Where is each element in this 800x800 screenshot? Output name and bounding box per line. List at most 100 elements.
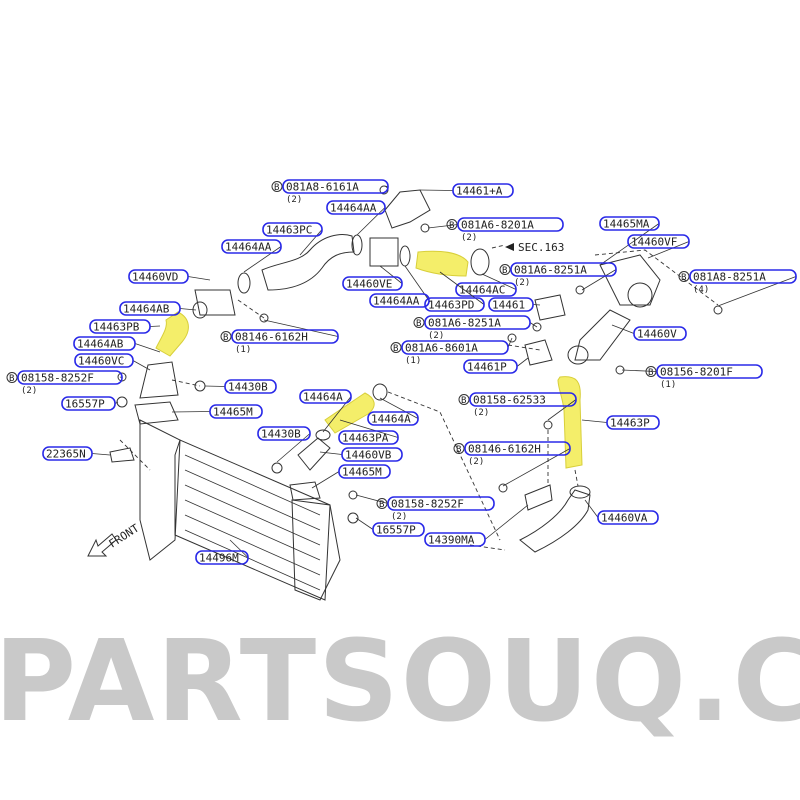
part-label[interactable]: 14463PC xyxy=(262,222,323,256)
part-label[interactable]: 14430B xyxy=(257,426,311,463)
part-label[interactable]: 14460V xyxy=(611,324,687,341)
label-box[interactable] xyxy=(627,234,690,249)
label-box[interactable] xyxy=(326,200,386,215)
part-label[interactable]: 14464AA xyxy=(369,265,430,308)
label-box[interactable] xyxy=(457,217,564,232)
label-box[interactable] xyxy=(656,364,763,379)
label-box[interactable] xyxy=(488,297,534,312)
label-box[interactable] xyxy=(338,430,399,445)
part-label[interactable]: 14390MA xyxy=(424,504,529,547)
part-label[interactable]: 14465MA xyxy=(599,216,660,266)
part-label[interactable]: 16557P xyxy=(355,517,425,537)
label-box[interactable] xyxy=(42,446,93,461)
part-label[interactable]: 14461 xyxy=(488,297,541,312)
part-label[interactable]: 14460VF xyxy=(627,234,690,259)
part-label[interactable]: 14460VE xyxy=(342,265,403,291)
part-label[interactable]: 14465M xyxy=(311,464,391,489)
label-box[interactable] xyxy=(633,326,687,341)
label-box[interactable] xyxy=(342,276,403,291)
label-box[interactable] xyxy=(195,550,249,565)
label-box[interactable] xyxy=(606,415,660,430)
pipe-end xyxy=(567,345,589,365)
part-number: 14465MA xyxy=(603,218,650,231)
part-label[interactable]: 14460VC xyxy=(74,353,151,371)
leader-line xyxy=(547,399,577,421)
label-box[interactable] xyxy=(89,319,151,334)
label-box[interactable] xyxy=(464,441,571,456)
label-box[interactable] xyxy=(510,262,617,277)
part-label[interactable]: 14465M xyxy=(171,404,263,419)
part-label[interactable]: 14464AA xyxy=(221,239,282,273)
label-box[interactable] xyxy=(424,315,531,330)
part-label[interactable]: 14461+A xyxy=(419,183,514,198)
label-box[interactable] xyxy=(282,179,389,194)
part-label[interactable]: 14464AB xyxy=(119,301,197,316)
part-label[interactable]: 14460VA xyxy=(584,499,659,525)
part-label[interactable]: 14463P xyxy=(581,415,660,430)
label-box[interactable] xyxy=(262,222,323,237)
part-number: 08146-6162H xyxy=(235,331,308,344)
part-label[interactable]: 14461P xyxy=(463,357,529,374)
label-box[interactable] xyxy=(455,282,517,297)
part-label[interactable]: 14496M xyxy=(195,539,249,565)
quantity: (2) xyxy=(468,457,484,467)
part-label[interactable]: 14464AC xyxy=(455,273,517,297)
label-box[interactable] xyxy=(231,329,339,344)
part-label[interactable]: 14463PA xyxy=(338,419,399,445)
part-label[interactable]: 14463PB xyxy=(89,319,161,334)
label-box[interactable] xyxy=(597,510,659,525)
label-box[interactable] xyxy=(369,293,430,308)
label-box[interactable] xyxy=(387,496,495,511)
part-label[interactable]: 16557P xyxy=(61,396,119,411)
quantity: (2) xyxy=(473,408,489,418)
label-box[interactable] xyxy=(119,301,181,316)
part-label[interactable]: 22365N xyxy=(42,446,111,461)
label-box[interactable] xyxy=(224,379,277,394)
label-box[interactable] xyxy=(74,353,134,368)
label-box[interactable] xyxy=(128,269,189,284)
label-box[interactable] xyxy=(257,426,311,441)
label-box[interactable] xyxy=(367,411,419,426)
part-label[interactable]: 14464A xyxy=(299,389,352,433)
label-box[interactable] xyxy=(424,532,486,547)
part-label[interactable]: 14463PD xyxy=(424,271,485,312)
leader-line xyxy=(149,325,161,327)
label-box[interactable] xyxy=(401,340,509,355)
label-box[interactable] xyxy=(463,359,518,374)
label-box[interactable] xyxy=(689,269,797,284)
part-label[interactable]: 14464AB xyxy=(73,336,161,353)
label-box[interactable] xyxy=(73,336,136,351)
label-box[interactable] xyxy=(599,216,660,231)
label-box[interactable] xyxy=(341,447,403,462)
label-box[interactable] xyxy=(17,370,123,385)
part-label[interactable]: 14460VD xyxy=(128,269,211,284)
front-arrow-icon xyxy=(87,533,117,557)
label-box[interactable] xyxy=(424,297,485,312)
leader-line xyxy=(339,419,399,438)
label-box[interactable] xyxy=(338,464,391,479)
label-box[interactable] xyxy=(221,239,282,254)
part-label[interactable]: 14460VB xyxy=(319,447,403,462)
part-label[interactable]: 14430B xyxy=(204,379,277,394)
label-box[interactable] xyxy=(61,396,116,411)
part-label[interactable]: 14464AA xyxy=(326,200,386,236)
bolt-symbol-letter: B xyxy=(223,333,228,343)
label-box[interactable] xyxy=(372,522,425,537)
part-label[interactable]: 14464A xyxy=(367,397,419,426)
label-box[interactable] xyxy=(452,183,514,198)
label-box[interactable] xyxy=(209,404,263,419)
label-box[interactable] xyxy=(469,392,577,407)
label-box[interactable] xyxy=(299,389,352,404)
